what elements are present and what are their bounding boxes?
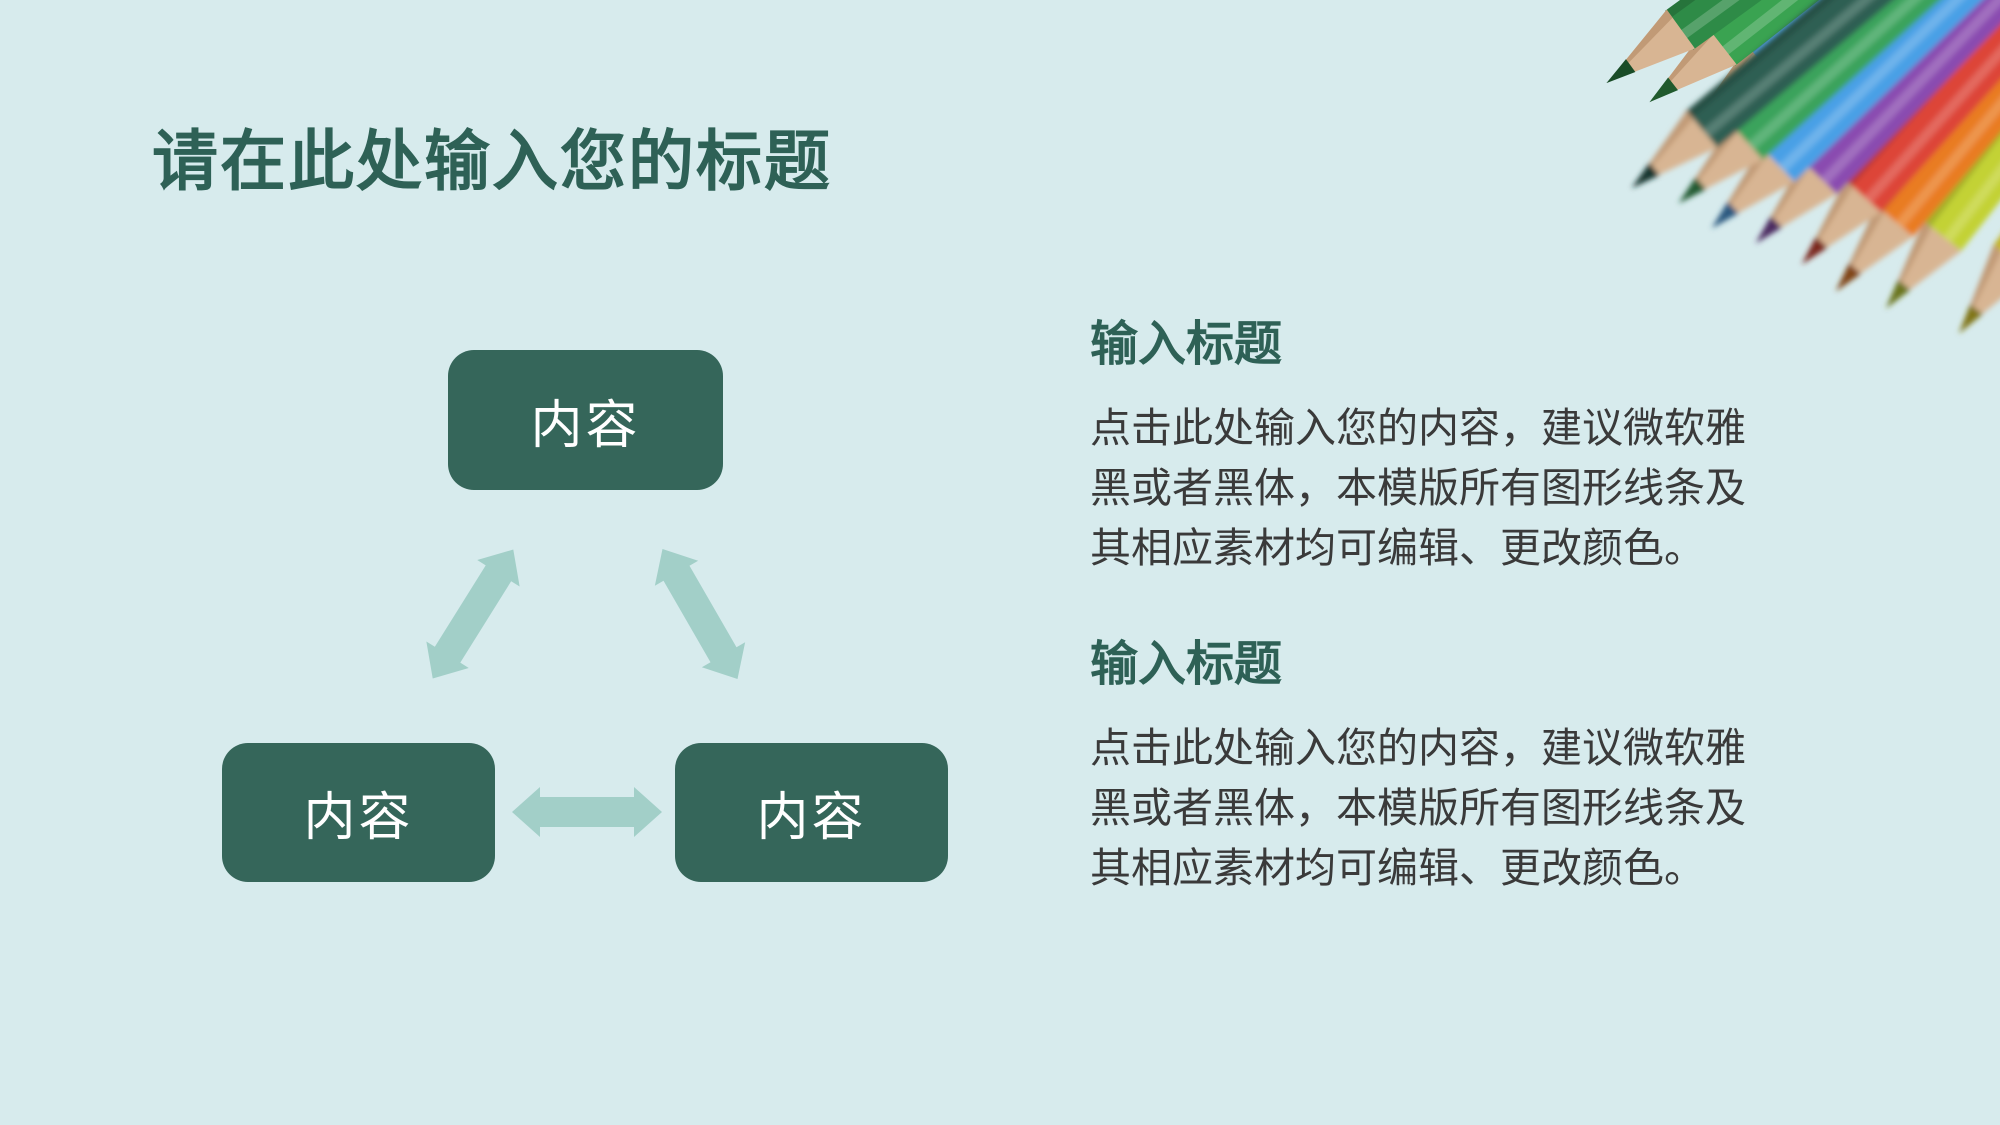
body-text-line: 点击此处输入您的内容，建议微软雅 bbox=[1090, 405, 1746, 451]
diagram-node-bottom-right[interactable]: 内容 bbox=[675, 743, 948, 882]
section-2-body: 点击此处输入您的内容，建议微软雅 黑或者黑体，本模版所有图形线条及 其相应素材均… bbox=[1090, 718, 1790, 898]
slide-title[interactable]: 请在此处输入您的标题 bbox=[152, 124, 832, 198]
text-section-1[interactable]: 输入标题 点击此处输入您的内容，建议微软雅 黑或者黑体，本模版所有图形线条及 其… bbox=[1090, 318, 1790, 578]
body-text-line: 点击此处输入您的内容，建议微软雅 bbox=[1090, 725, 1746, 771]
pencil bbox=[1631, 0, 1978, 189]
section-2-heading: 输入标题 bbox=[1090, 638, 1283, 691]
double-headed-arrow bbox=[654, 549, 746, 679]
pencil bbox=[1606, 0, 1970, 84]
body-text-line: 黑或者黑体，本模版所有图形线条及 bbox=[1090, 785, 1746, 831]
diagram-node-bottom-left[interactable]: 内容 bbox=[222, 743, 495, 882]
pencils-front-row bbox=[1631, 0, 2000, 334]
section-1-heading: 输入标题 bbox=[1090, 318, 1283, 371]
content-column: 输入标题 点击此处输入您的内容，建议微软雅 黑或者黑体，本模版所有图形线条及 其… bbox=[1090, 318, 1790, 898]
section-1-body: 点击此处输入您的内容，建议微软雅 黑或者黑体，本模版所有图形线条及 其相应素材均… bbox=[1090, 398, 1790, 578]
diagram-node-top[interactable]: 内容 bbox=[448, 350, 723, 490]
body-text-line: 其相应素材均可编辑、更改颜色。 bbox=[1090, 525, 1705, 571]
text-section-2[interactable]: 输入标题 点击此处输入您的内容，建议微软雅 黑或者黑体，本模版所有图形线条及 其… bbox=[1090, 638, 1790, 898]
body-text-line: 其相应素材均可编辑、更改颜色。 bbox=[1090, 845, 1705, 891]
body-text-line: 黑或者黑体，本模版所有图形线条及 bbox=[1090, 465, 1746, 511]
pencil bbox=[1958, 0, 2000, 334]
double-headed-arrow bbox=[512, 787, 662, 837]
colored-pencils-image bbox=[1606, 0, 2000, 334]
double-headed-arrow bbox=[426, 549, 520, 679]
